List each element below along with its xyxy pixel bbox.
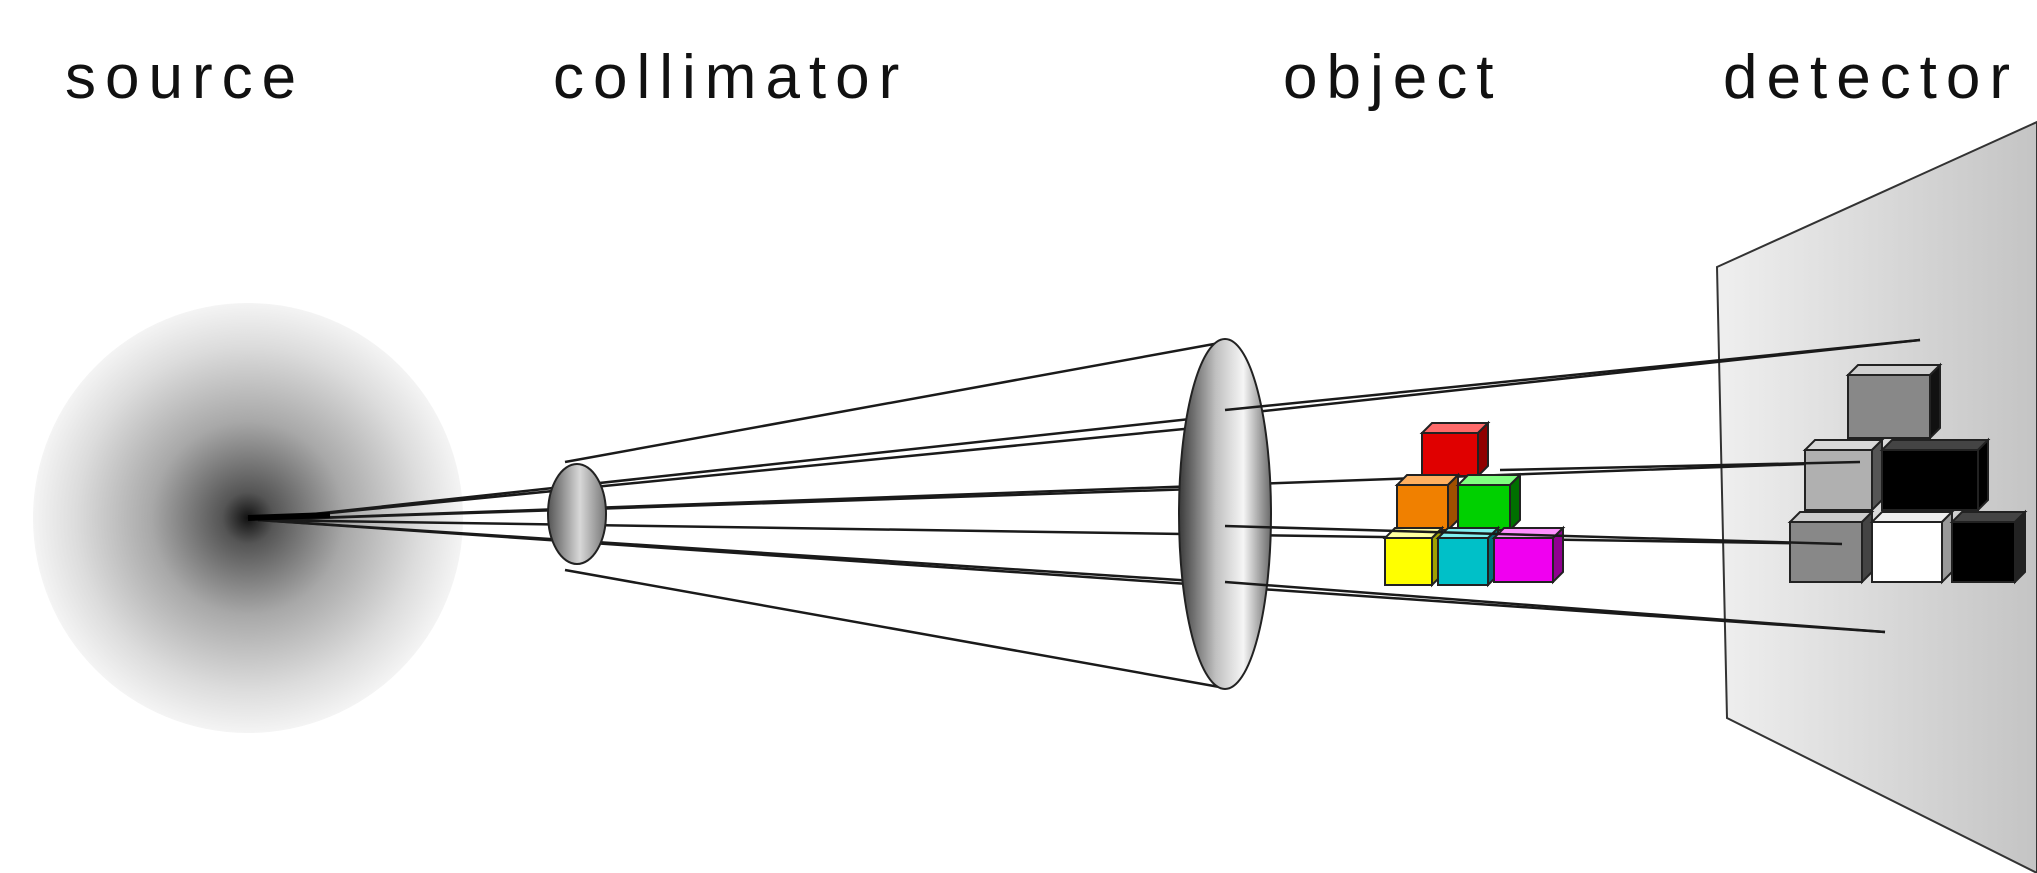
beam-rays-front: [1224, 338, 1921, 634]
beam-cone: [564, 340, 1226, 690]
collimator-label: collimator: [553, 43, 908, 112]
cube-orange: [1394, 472, 1461, 533]
detector-label: detector: [1723, 43, 2019, 112]
detector-image: [1787, 362, 2028, 585]
shadow-top: [1845, 362, 1943, 441]
shadow-mid-left: [1802, 437, 1885, 513]
beam-rays: [257, 338, 1921, 634]
shadow-bottom-right: [1949, 509, 2028, 585]
shadow-bottom-mid: [1869, 509, 1955, 585]
object-label: object: [1283, 43, 1502, 112]
shadow-mid-right: [1879, 437, 1991, 513]
collimator-aperture: [547, 463, 607, 565]
lens-disk: [1178, 338, 1272, 690]
cube-yellow: [1382, 525, 1445, 588]
cube-green: [1455, 472, 1523, 533]
source-label: source: [65, 43, 305, 112]
object-cubes: [1382, 420, 1566, 588]
cube-cyan: [1435, 525, 1501, 588]
cube-red: [1419, 420, 1491, 479]
source-emitter: [247, 512, 331, 521]
shadow-bottom-left: [1787, 509, 1875, 585]
